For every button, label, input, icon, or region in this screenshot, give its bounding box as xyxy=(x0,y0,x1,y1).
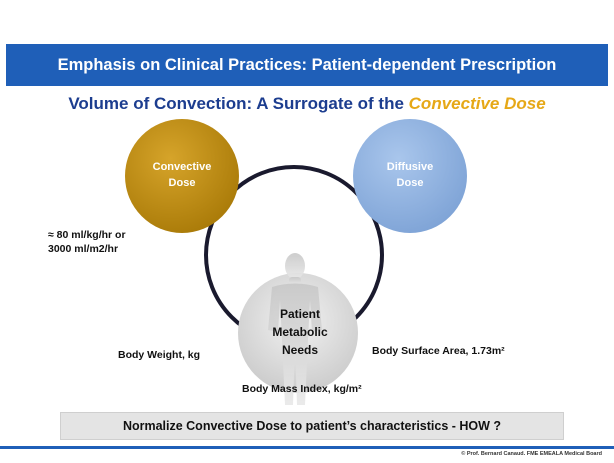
diffusive-dose-circle xyxy=(353,119,467,233)
diffusive-dose-label: Diffusive Dose xyxy=(360,159,460,191)
convection-target-line2: 3000 ml/m2/hr xyxy=(48,243,119,255)
top-strip xyxy=(0,0,614,40)
human-figure-icon xyxy=(268,253,322,405)
body-surface-area-label: Body Surface Area, 1.73m² xyxy=(372,345,505,357)
patient-metabolic-needs-label: Patient Metabolic Needs xyxy=(250,305,350,359)
footer-line xyxy=(0,446,614,449)
subtitle-main: Volume of Convection: A Surrogate of the xyxy=(68,94,409,113)
copyright-text: © Prof. Bernard Canaud. FME EMEALA Medic… xyxy=(461,451,602,457)
diffusive-dose-line1: Diffusive xyxy=(386,161,434,173)
slide-subtitle: Volume of Convection: A Surrogate of the… xyxy=(0,94,614,114)
center-line3: Needs xyxy=(281,343,319,357)
convective-dose-line1: Convective xyxy=(152,161,212,173)
convective-dose-label: Convective Dose xyxy=(132,159,232,191)
diffusive-dose-line2: Dose xyxy=(396,177,424,189)
center-line2: Metabolic xyxy=(272,325,328,339)
center-line1: Patient xyxy=(279,307,320,321)
banner-title: Emphasis on Clinical Practices: Patient-… xyxy=(6,44,608,86)
body-weight-label: Body Weight, kg xyxy=(118,349,201,361)
body-mass-index-label: Body Mass Index, kg/m² xyxy=(242,383,362,395)
normalize-question-box: Normalize Convective Dose to patient’s c… xyxy=(60,412,564,440)
subtitle-accent: Convective Dose xyxy=(408,94,546,113)
convective-dose-circle xyxy=(125,119,239,233)
convective-dose-line2: Dose xyxy=(168,177,196,189)
convection-target-line1: ≈ 80 ml/kg/hr or xyxy=(48,229,126,241)
convection-target-note: ≈ 80 ml/kg/hr or 3000 ml/m2/hr xyxy=(48,228,126,256)
